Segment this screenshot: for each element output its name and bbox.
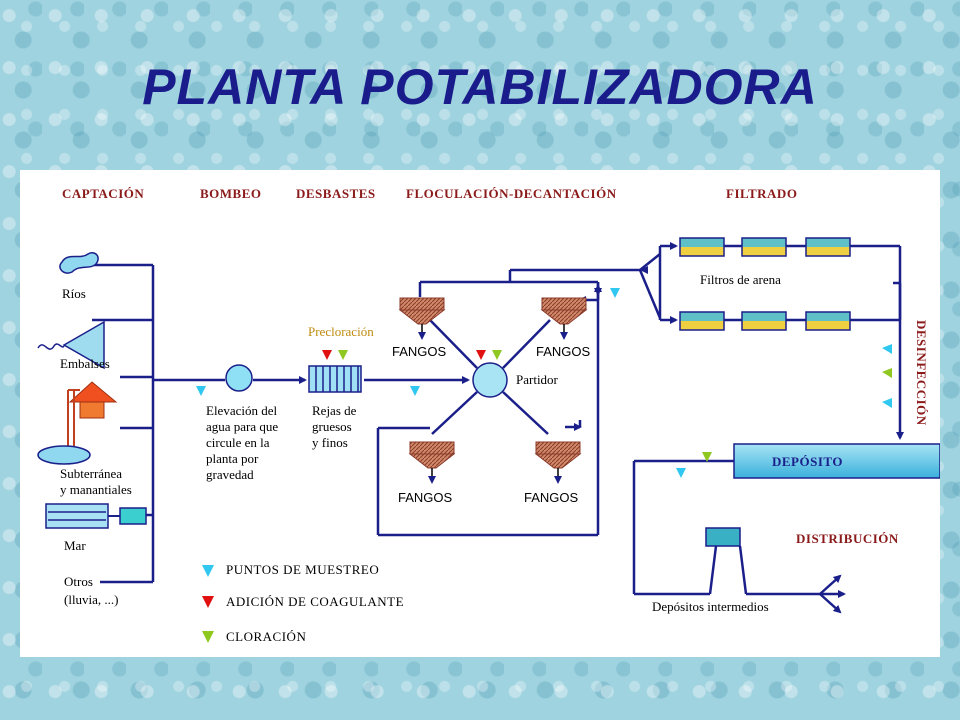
- source-subterranea-1: Subterránea: [60, 466, 122, 481]
- pump-icon: [225, 364, 253, 392]
- legend-cloracion-icon: [202, 631, 214, 643]
- wave-icon: [37, 343, 65, 350]
- partidor-icon: [472, 362, 508, 398]
- flocculation-lines: [376, 268, 640, 537]
- muestreo-marker-1: [196, 386, 206, 396]
- legend-cloracion: CLORACIÓN: [226, 629, 306, 644]
- partidor-label: Partidor: [516, 372, 559, 387]
- legend-coagulante: ADICIÓN DE COAGULANTE: [226, 594, 404, 609]
- deposito-label: DEPÓSITO: [772, 454, 843, 469]
- legend-muestreo: PUNTOS DE MUESTREO: [226, 562, 379, 577]
- cloracion-marker-3: [882, 368, 892, 378]
- rejas-line-3: y finos: [312, 435, 348, 450]
- cloracion-marker-2: [492, 350, 502, 360]
- distribution-lines: [632, 459, 846, 614]
- rejas-line-2: gruesos: [312, 419, 352, 434]
- source-rios: Ríos: [62, 286, 86, 301]
- section-floculacion: FLOCULACIÓN-DECANTACIÓN: [406, 186, 617, 201]
- bombeo-line-1: Elevación del: [206, 403, 277, 418]
- river-icon: [59, 252, 99, 274]
- tank-top-right: [540, 297, 588, 340]
- filtros-label: Filtros de arena: [700, 272, 781, 287]
- fangos-bottom-right: FANGOS: [524, 490, 579, 505]
- process-diagram: CAPTACIÓN BOMBEO DESBASTES FLOCULACIÓN-D…: [37, 186, 941, 644]
- legend-coagulante-icon: [202, 596, 214, 608]
- muestreo-marker-4: [882, 344, 892, 354]
- sand-filters-bottom: [679, 311, 851, 331]
- page-title: PLANTA POTABILIZADORA: [142, 59, 818, 115]
- source-mar: Mar: [64, 538, 86, 553]
- precloracion-label: Precloración: [308, 324, 374, 339]
- diagram-panel: CAPTACIÓN BOMBEO DESBASTES FLOCULACIÓN-D…: [20, 170, 941, 657]
- section-bombeo: BOMBEO: [200, 186, 262, 201]
- filter-lines: [638, 242, 904, 440]
- coagulante-marker-2: [476, 350, 486, 360]
- source-otros-2: (lluvia, ...): [64, 592, 119, 607]
- fangos-bottom-left: FANGOS: [398, 490, 453, 505]
- screens-icon: [308, 365, 362, 393]
- source-subterranea-2: y manantiales: [60, 482, 132, 497]
- section-desbastes: DESBASTES: [296, 186, 376, 201]
- marker-set: [196, 288, 892, 478]
- muestreo-marker-5: [882, 398, 892, 408]
- legend: PUNTOS DE MUESTREO ADICIÓN DE COAGULANTE…: [202, 562, 404, 644]
- muestreo-marker-3: [610, 288, 620, 298]
- section-captacion: CAPTACIÓN: [62, 186, 144, 201]
- legend-muestreo-icon: [202, 565, 214, 577]
- bombeo-line-3: circule en la: [206, 435, 270, 450]
- source-embalses: Embalses: [60, 356, 110, 371]
- fangos-top-left: FANGOS: [392, 344, 447, 359]
- groundwater-icon: [37, 381, 118, 465]
- bombeo-line-2: agua para que: [206, 419, 278, 434]
- sand-filters-top: [679, 237, 851, 257]
- reservoir-icon: [62, 320, 105, 370]
- coagulante-marker-1: [322, 350, 332, 360]
- section-desinfeccion: DESINFECCIÓN: [914, 320, 929, 426]
- rejas-line-1: Rejas de: [312, 403, 357, 418]
- tank-bottom-left: [408, 441, 456, 484]
- sea-icon: [45, 503, 147, 529]
- cloracion-marker-1: [338, 350, 348, 360]
- tank-bottom-right: [534, 441, 582, 484]
- depositos-intermedios-label: Depósitos intermedios: [652, 599, 769, 614]
- section-distribucion: DISTRIBUCIÓN: [796, 531, 899, 546]
- bombeo-line-5: gravedad: [206, 467, 254, 482]
- deposito-tank: [733, 443, 941, 479]
- intermediate-tank-icon: [705, 527, 741, 547]
- section-filtrado: FILTRADO: [726, 186, 797, 201]
- captacion-lines: [92, 263, 470, 584]
- muestreo-marker-6: [676, 468, 686, 478]
- source-otros-1: Otros: [64, 574, 93, 589]
- tank-top-left: [398, 297, 446, 340]
- muestreo-marker-2: [410, 386, 420, 396]
- fangos-top-right: FANGOS: [536, 344, 591, 359]
- cloracion-marker-4: [702, 452, 712, 462]
- bombeo-line-4: planta por: [206, 451, 259, 466]
